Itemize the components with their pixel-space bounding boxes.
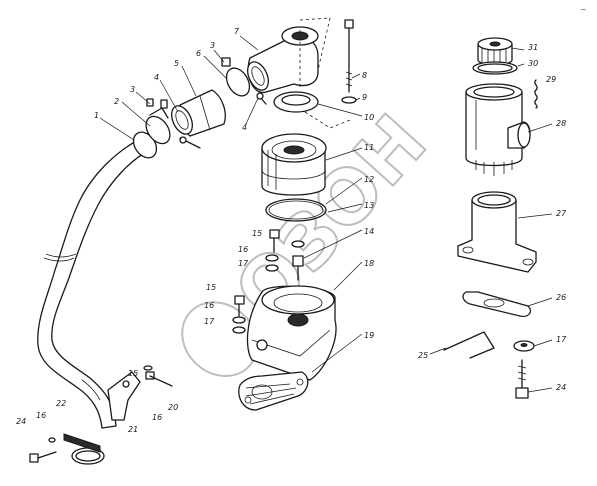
callout-9: 9 xyxy=(362,93,367,102)
bolt-24-right xyxy=(515,359,529,399)
bolt-20 xyxy=(143,365,173,387)
bolt-15-lower xyxy=(232,295,246,334)
callout-17b: 17 xyxy=(204,317,215,326)
callout-15b: 15 xyxy=(206,283,216,292)
callout-19: 19 xyxy=(364,331,374,340)
callout-25: 25 xyxy=(418,351,428,360)
callout-15c: 15 xyxy=(128,369,138,378)
callout-14: 14 xyxy=(364,227,374,236)
ring-30 xyxy=(472,61,518,75)
cap-31 xyxy=(477,37,513,66)
callout-6: 6 xyxy=(196,49,201,58)
callout-22: 22 xyxy=(56,399,66,408)
callout-2: 2 xyxy=(114,97,119,106)
body-28 xyxy=(465,83,531,176)
callout-labels: 1 2 3 4 5 6 3 4 7 8 9 10 11 12 13 14 15 … xyxy=(16,27,567,434)
callout-15: 15 xyxy=(252,229,262,238)
callout-4b: 4 xyxy=(242,123,247,132)
bolt-24-left xyxy=(29,437,57,463)
leader-lines xyxy=(99,35,553,393)
callout-20: 20 xyxy=(168,403,178,412)
filter-housing-11 xyxy=(261,133,327,196)
spring-29 xyxy=(534,79,538,109)
intake-hose-1 xyxy=(37,131,158,429)
callout-16: 16 xyxy=(238,245,248,254)
gasket-26 xyxy=(462,291,532,318)
callout-4: 4 xyxy=(154,73,159,82)
callout-16d: 16 xyxy=(36,411,46,420)
callout-28: 28 xyxy=(556,119,566,128)
callout-11: 11 xyxy=(364,143,374,152)
callout-21: 21 xyxy=(128,425,138,434)
hose-clamp-22 xyxy=(63,433,105,465)
callout-17: 17 xyxy=(238,259,249,268)
corner-mark: ~ xyxy=(580,5,587,14)
callout-30: 30 xyxy=(528,59,538,68)
callout-3b: 3 xyxy=(210,41,215,50)
callout-7: 7 xyxy=(234,27,240,36)
hose-clamp-2 xyxy=(145,99,171,145)
callout-24: 24 xyxy=(16,417,26,426)
callout-16b: 16 xyxy=(204,301,214,310)
callout-1: 1 xyxy=(94,111,99,120)
callout-12: 12 xyxy=(364,175,374,184)
elbow-pipe-7 xyxy=(247,26,319,94)
alignment-lines-top xyxy=(299,17,351,129)
o-ring-12 xyxy=(265,198,327,222)
stud-14 xyxy=(291,240,305,281)
bracket-21 xyxy=(107,371,141,421)
seal-ring-10 xyxy=(273,91,319,113)
gasket-19 xyxy=(238,371,309,411)
sleeve-5 xyxy=(171,89,226,137)
callout-26: 26 xyxy=(556,293,566,302)
callout-3: 3 xyxy=(130,85,135,94)
flange-27 xyxy=(457,191,537,273)
callout-27: 27 xyxy=(556,209,567,218)
bolt-15-upper xyxy=(269,229,280,253)
clamp-bolt-3-4-left xyxy=(146,98,201,149)
callout-5: 5 xyxy=(174,59,179,68)
housing-base-18 xyxy=(246,285,337,381)
callout-10: 10 xyxy=(364,113,374,122)
hose-clamp-6 xyxy=(221,57,267,105)
callout-31: 31 xyxy=(528,43,538,52)
stud-8 xyxy=(344,19,354,93)
callout-8: 8 xyxy=(362,71,367,80)
washer-group-upper xyxy=(265,254,279,272)
callout-16c: 16 xyxy=(152,413,162,422)
callout-29: 29 xyxy=(546,75,556,84)
callout-24b: 24 xyxy=(556,383,566,392)
callout-18: 18 xyxy=(364,259,374,268)
washer-17-right xyxy=(513,340,535,352)
callout-13: 13 xyxy=(364,201,374,210)
callout-17c: 17 xyxy=(556,335,567,344)
washer-9 xyxy=(341,96,357,104)
clip-25 xyxy=(443,331,495,359)
